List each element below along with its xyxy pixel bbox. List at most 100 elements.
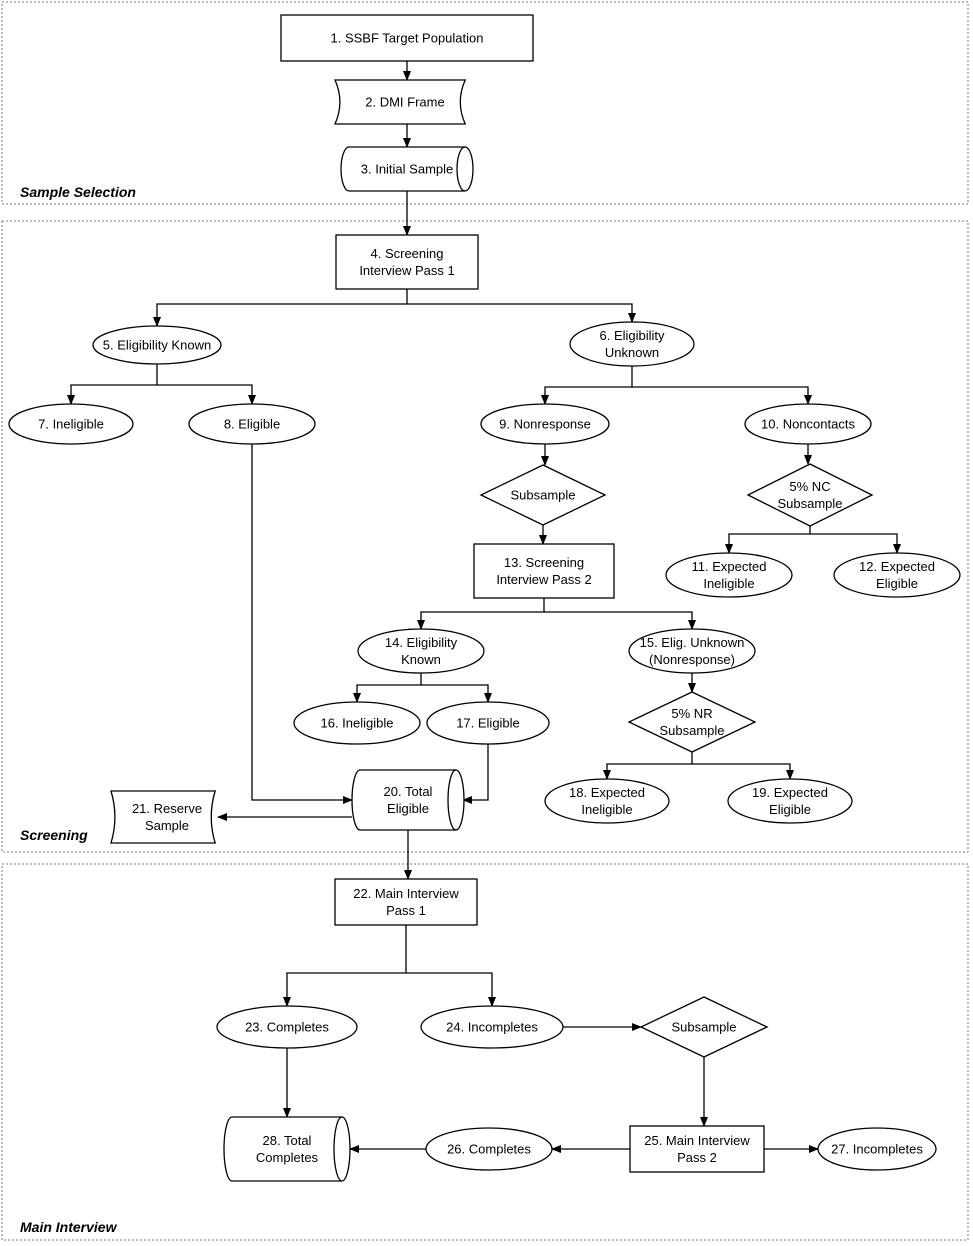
node-label-n28-line-1: Completes xyxy=(256,1150,319,1165)
section-label-sample-selection: Sample Selection xyxy=(20,184,136,200)
node-n2-banner: 2. DMI Frame xyxy=(333,79,467,125)
node-label-n18-line-0: 18. Expected xyxy=(569,785,645,800)
edge-d2-n12 xyxy=(810,533,901,554)
edge-n14-n16 xyxy=(353,673,422,703)
node-label-d3-line-0: 5% NR xyxy=(671,706,712,721)
edge-d3-n18 xyxy=(603,752,693,780)
node-label-n25-line-0: 25. Main Interview xyxy=(644,1133,750,1148)
node-label-n2-line-0: 2. DMI Frame xyxy=(365,95,444,110)
node-d1-diamond: Subsample xyxy=(479,464,607,526)
node-label-n11-line-1: Ineligible xyxy=(703,576,754,591)
node-label-n6-line-0: 6. Eligibility xyxy=(599,328,665,343)
node-d2-diamond: 5% NC Subsample xyxy=(746,463,874,527)
node-d4-diamond: Subsample xyxy=(639,996,769,1058)
node-label-n7-line-0: 7. Ineligible xyxy=(38,417,104,432)
node-label-d2-line-0: 5% NC xyxy=(789,479,830,494)
section-frame-main-interview xyxy=(1,863,969,1241)
node-label-n21-line-0: 21. Reserve xyxy=(132,801,202,816)
node-label-n15-line-0: 15. Elig. Unknown xyxy=(640,635,745,650)
node-label-n12-line-1: Eligible xyxy=(876,576,918,591)
node-label-n12-line-0: 12. Expected xyxy=(859,559,935,574)
node-label-n13-line-0: 13. Screening xyxy=(504,555,584,570)
node-n16-ellipse: 16. Ineligible xyxy=(293,701,421,745)
node-label-n4-line-1: Interview Pass 1 xyxy=(359,263,454,278)
node-label-n14-line-0: 14. Eligibility xyxy=(385,635,458,650)
edge-n6-n10 xyxy=(632,386,812,405)
node-n15-ellipse: 15. Elig. Unknown (Nonresponse) xyxy=(628,628,756,674)
node-label-n24-line-0: 24. Incompletes xyxy=(446,1020,538,1035)
node-n7-ellipse: 7. Ineligible xyxy=(8,403,134,445)
node-n3-cylinder: 3. Initial Sample xyxy=(340,146,474,192)
node-label-d1-line-0: Subsample xyxy=(510,488,575,503)
node-label-n20-line-1: Eligible xyxy=(387,801,429,816)
node-label-n11-line-0: 11. Expected xyxy=(692,559,767,574)
node-label-n26-line-0: 26. Completes xyxy=(447,1142,531,1157)
node-n17-ellipse: 17. Eligible xyxy=(426,701,550,745)
node-n5-ellipse: 5. Eligibility Known xyxy=(92,325,222,365)
node-n9-ellipse: 9. Nonresponse xyxy=(480,403,610,445)
edge-n22-n23 xyxy=(283,925,407,1007)
node-label-n1-line-0: 1. SSBF Target Population xyxy=(331,31,484,46)
edge-n4-n6 xyxy=(407,303,636,323)
node-label-n18-line-1: Ineligible xyxy=(581,802,632,817)
node-label-n8-line-0: 8. Eligible xyxy=(224,417,280,432)
node-label-n19-line-0: 19. Expected xyxy=(752,785,828,800)
section-frame-screening xyxy=(1,220,969,853)
node-label-n22-line-1: Pass 1 xyxy=(386,903,426,918)
edge-n22-n24 xyxy=(406,972,496,1007)
node-n1-rect: 1. SSBF Target Population xyxy=(280,14,534,62)
node-label-n4-line-0: 4. Screening xyxy=(371,246,444,261)
node-n24-ellipse: 24. Incompletes xyxy=(420,1005,564,1049)
edge-n5-n7 xyxy=(67,364,158,405)
edge-d3-n19 xyxy=(692,763,794,780)
node-n8-ellipse: 8. Eligible xyxy=(188,403,316,445)
node-label-n6-line-1: Unknown xyxy=(605,345,659,360)
node-label-n3-line-0: 3. Initial Sample xyxy=(361,162,454,177)
edge-n6-n9 xyxy=(541,366,633,405)
node-label-n21-line-1: Sample xyxy=(145,818,189,833)
node-label-d2-line-1: Subsample xyxy=(777,496,842,511)
section-label-main-interview: Main Interview xyxy=(20,1219,118,1235)
node-label-n14-line-1: Known xyxy=(401,652,441,667)
node-label-n9-line-0: 9. Nonresponse xyxy=(499,417,591,432)
node-label-n16-line-0: 16. Ineligible xyxy=(321,716,394,731)
node-d3-diamond: 5% NR Subsample xyxy=(627,691,757,753)
node-label-n28-line-0: 28. Total xyxy=(263,1133,312,1148)
node-label-n17-line-0: 17. Eligible xyxy=(456,716,520,731)
edge-n8-n20 xyxy=(251,444,353,804)
node-n26-ellipse: 26. Completes xyxy=(425,1127,553,1171)
edge-n4-n5 xyxy=(153,289,408,327)
node-label-d3-line-1: Subsample xyxy=(659,723,724,738)
edge-n13-n14 xyxy=(417,598,545,630)
edge-n13-n15 xyxy=(544,611,696,630)
node-label-n15-line-1: (Nonresponse) xyxy=(649,652,735,667)
node-label-n5-line-0: 5. Eligibility Known xyxy=(103,338,211,353)
edge-n17-n20 xyxy=(462,744,489,804)
node-label-n19-line-1: Eligible xyxy=(769,802,811,817)
section-label-screening: Screening xyxy=(20,827,88,843)
node-label-n20-line-0: 20. Total xyxy=(384,784,433,799)
node-n23-ellipse: 23. Completes xyxy=(216,1005,358,1049)
node-label-d4-line-0: Subsample xyxy=(671,1020,736,1035)
node-label-n25-line-1: Pass 2 xyxy=(677,1150,717,1165)
edge-d2-n11 xyxy=(725,526,811,554)
node-n27-ellipse: 27. Incompletes xyxy=(817,1127,937,1171)
node-label-n27-line-0: 27. Incompletes xyxy=(831,1142,923,1157)
node-label-n13-line-1: Interview Pass 2 xyxy=(496,572,591,587)
node-label-n23-line-0: 23. Completes xyxy=(245,1020,329,1035)
edge-n14-n17 xyxy=(421,684,492,703)
node-label-n10-line-0: 10. Noncontacts xyxy=(761,417,855,432)
